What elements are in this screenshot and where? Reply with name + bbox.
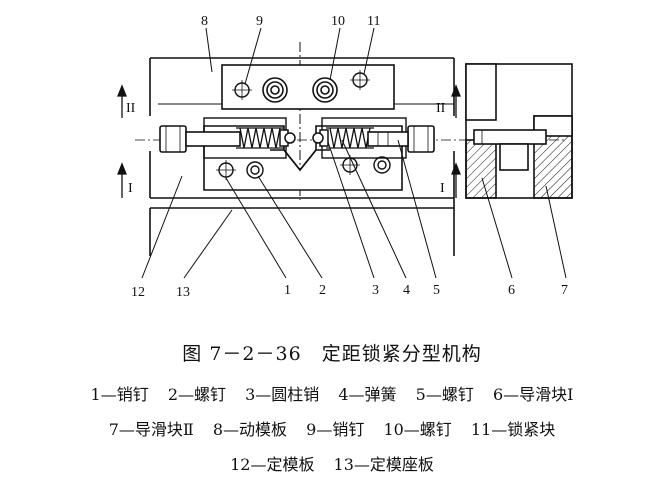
- legend-item: 2—螺钉: [167, 385, 226, 404]
- pin-9: [232, 80, 252, 100]
- legend-item: 9—销钉: [306, 420, 365, 439]
- legend-item: 3—圆柱销: [245, 385, 320, 404]
- legend-item: 6—导滑块Ⅰ: [492, 385, 574, 404]
- callout-8: 8: [201, 14, 208, 29]
- callout-5: 5: [433, 283, 440, 298]
- section-mark-upper-left: II: [126, 101, 136, 116]
- legend-line-1: 1—销钉 2—螺钉 3—圆柱销 4—弹簧 5—螺钉 6—导滑块Ⅰ: [0, 381, 664, 405]
- leader-lines: [141, 27, 567, 279]
- legend-item: 12—定模板: [230, 455, 315, 474]
- cylinder-pin-right: [312, 129, 329, 147]
- legend-item: 1—销钉: [90, 385, 149, 404]
- callout-12: 12: [131, 285, 145, 300]
- legend-item: 5—螺钉: [415, 385, 474, 404]
- figure-number: 图 7－2－36: [182, 343, 302, 365]
- callout-2: 2: [319, 283, 326, 298]
- pin-11: [350, 70, 370, 90]
- legend-item: 7—导滑块Ⅱ: [108, 420, 194, 439]
- section-marks: [117, 84, 461, 198]
- callout-7: 7: [561, 283, 568, 298]
- legend-line-2: 7—导滑块Ⅱ 8—动模板 9—销钉 10—螺钉 11—锁紧块: [0, 416, 664, 440]
- screw-2: [246, 161, 264, 179]
- section-mark-lower-left: I: [128, 181, 133, 196]
- screw-10-right: [312, 77, 338, 103]
- screw-right-lower: [373, 156, 391, 174]
- callout-6: 6: [508, 283, 515, 298]
- figure-caption: 图 7－2－36 定距锁紧分型机构: [0, 339, 664, 366]
- screw-10-left: [262, 77, 288, 103]
- callout-10: 10: [331, 14, 345, 29]
- screw-5-left: [159, 125, 241, 153]
- figure-title: 定距锁紧分型机构: [321, 343, 482, 365]
- mechanism-drawing: II I II I 8 9 10 11 12 13 1 2 3 4 5 6 7: [117, 14, 573, 300]
- section-mark-lower-right: I: [440, 181, 445, 196]
- side-view: [465, 63, 573, 199]
- spring-left: [236, 127, 284, 149]
- callout-9: 9: [256, 14, 263, 29]
- section-mark-upper-right: II: [436, 101, 446, 116]
- cylinder-pin-left: [279, 129, 296, 147]
- legend-item: 8—动模板: [212, 420, 288, 439]
- legend-line-3: 12—定模板 13—定模座板: [0, 451, 664, 475]
- legend-item: 11—锁紧块: [470, 420, 556, 439]
- callout-4: 4: [403, 283, 410, 298]
- screw-5-right: [367, 125, 435, 153]
- locking-block: [221, 64, 395, 110]
- legend-item: 13—定模座板: [333, 455, 434, 474]
- callout-1: 1: [284, 283, 291, 298]
- spring-right: [326, 127, 374, 149]
- pin-1: [216, 160, 236, 180]
- callout-13: 13: [176, 285, 190, 300]
- legend-item: 10—螺钉: [383, 420, 452, 439]
- legend-item: 4—弹簧: [338, 385, 397, 404]
- callout-11: 11: [367, 14, 380, 29]
- callout-3: 3: [372, 283, 379, 298]
